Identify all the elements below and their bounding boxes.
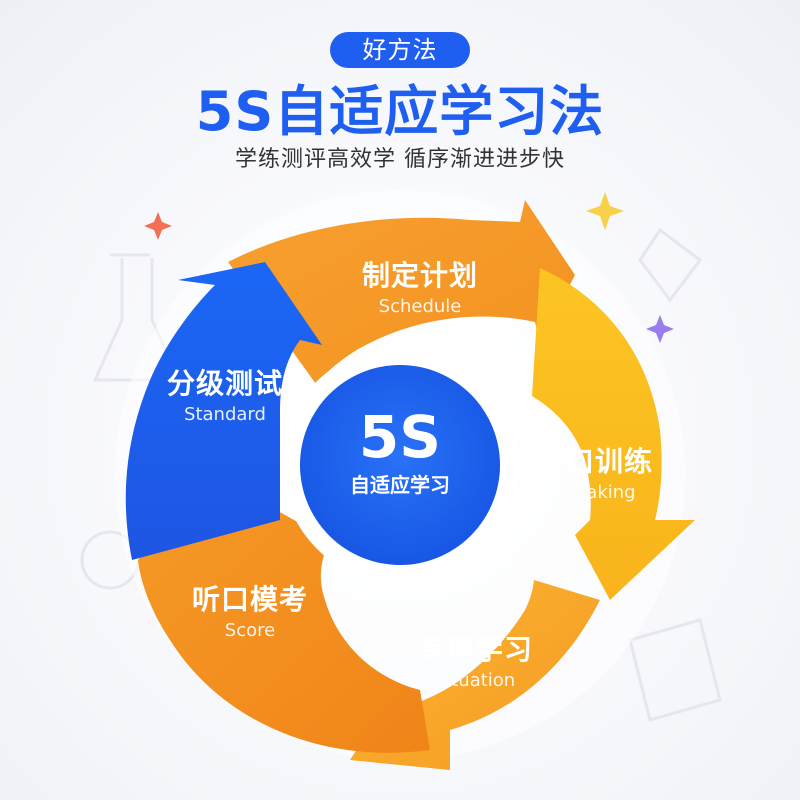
sparkle-yellow-icon — [586, 192, 624, 230]
segment-score — [138, 490, 430, 753]
step-score: 听口模考 Score — [170, 582, 330, 644]
step-schedule: 制定计划 Schedule — [340, 258, 500, 320]
step-speaking-subtitle: speaking — [554, 482, 636, 503]
page-title: 5S自适应学习法 — [195, 80, 605, 143]
step-situation-subtitle: Situation — [434, 670, 516, 691]
step-situation-title: 专项学习 — [416, 633, 533, 666]
step-standard-subtitle: Standard — [184, 404, 266, 425]
step-standard-title: 分级测试 — [166, 367, 283, 400]
center-big-text: 5S — [358, 403, 442, 471]
step-score-title: 听口模考 — [191, 583, 308, 616]
step-schedule-title: 制定计划 — [361, 259, 478, 292]
step-situation: 专项学习 Situation — [390, 632, 560, 694]
page-subtitle: 学练测评高效学 循序渐进进步快 — [235, 147, 565, 172]
center-circle — [300, 365, 500, 565]
segment-speaking — [532, 268, 695, 600]
step-score-subtitle: Score — [224, 620, 276, 641]
step-schedule-subtitle: Schedule — [378, 296, 462, 317]
segment-standard — [125, 262, 322, 560]
step-standard: 分级测试 Standard — [145, 366, 305, 428]
header-badge: 好方法 — [330, 32, 470, 68]
step-speaking-title: 听口训练 — [536, 445, 653, 478]
step-speaking: 听口训练 speaking — [510, 444, 680, 506]
center-small-text: 自适应学习 — [350, 473, 450, 497]
sparkle-purple-icon — [646, 315, 674, 343]
center-label: 5S 自适应学习 — [310, 405, 490, 499]
sparkle-red-icon — [144, 212, 172, 240]
